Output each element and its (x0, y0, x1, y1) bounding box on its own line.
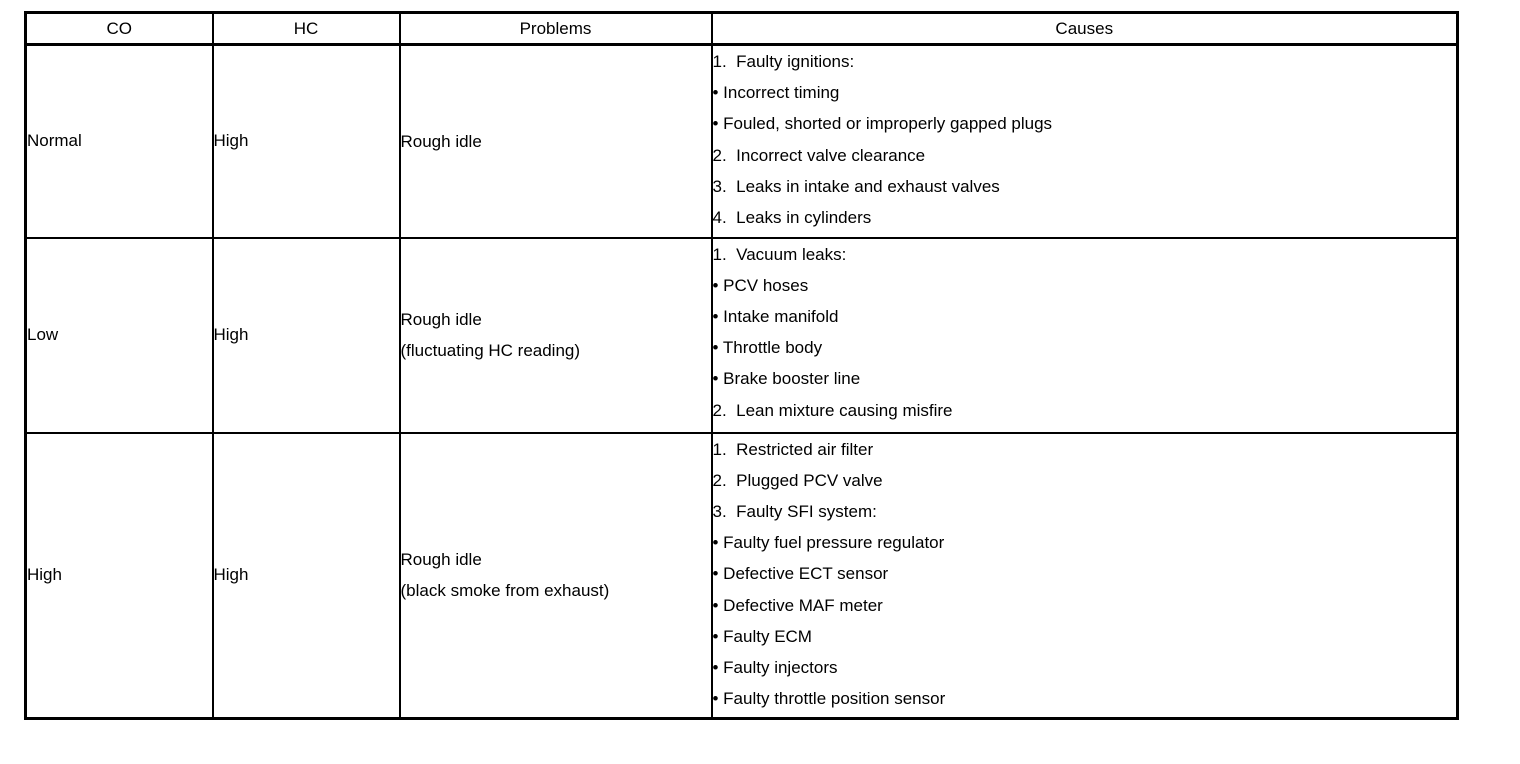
co-cell: High (24, 431, 214, 720)
cause-line: • Faulty throttle position sensor (712, 689, 946, 709)
problem-note: (fluctuating HC reading) (400, 341, 581, 360)
cause-line: • Defective ECT sensor (712, 564, 889, 584)
hc-cell: High (211, 236, 401, 434)
problem-cell: Rough idle (398, 43, 713, 239)
table-row: Normal High Rough idle 1. Faulty ignitio… (24, 43, 1459, 239)
hc-cell: High (211, 431, 401, 720)
cause-line: • Intake manifold (712, 306, 839, 326)
cause-line: • Incorrect timing (712, 83, 840, 103)
header-co: CO (24, 11, 214, 46)
problem-line: Rough idle (400, 550, 482, 570)
cause-line: • PCV hoses (712, 275, 809, 295)
co-cell: Normal (24, 43, 214, 239)
header-hc: HC (211, 11, 401, 46)
cause-line: 3. Leaks in intake and exhaust valves (712, 176, 1000, 196)
co-cell: Low (24, 236, 214, 434)
cause-line: • Brake booster line (712, 369, 861, 389)
cause-line: • Fouled, shorted or improperly gapped p… (712, 114, 1053, 134)
cause-line: 1. Restricted air filter (712, 439, 874, 459)
cause-line: • Faulty ECM (712, 626, 812, 646)
header-causes: Causes (710, 11, 1459, 46)
cause-line: 2. Lean mixture causing misfire (712, 400, 953, 420)
header-row: CO HC Problems Causes (24, 11, 1459, 46)
cause-line: 4. Leaks in cylinders (712, 208, 872, 228)
header-problems: Problems (398, 11, 713, 46)
cause-line: 3. Faulty SFI system: (712, 501, 877, 521)
cause-line: 1. Vacuum leaks: (712, 244, 847, 264)
cause-line: • Faulty injectors (712, 657, 838, 677)
problem-line: Rough idle (400, 310, 482, 329)
causes-cell: 1. Faulty ignitions: • Incorrect timing … (710, 43, 1459, 239)
problem-cell: Rough idle (fluctuating HC reading) (398, 236, 713, 434)
emissions-diagnosis-table: CO HC Problems Causes Normal High Rough … (24, 11, 1459, 720)
table-row: Low High Rough idle (fluctuating HC read… (24, 236, 1459, 434)
diagnosis-table-container: CO HC Problems Causes Normal High Rough … (24, 11, 1459, 720)
cause-line: 1. Faulty ignitions: (712, 52, 855, 71)
problem-line: Rough idle (400, 131, 482, 151)
table-row: High High Rough idle (black smoke from e… (24, 431, 1459, 720)
hc-cell: High (211, 43, 401, 239)
causes-cell: 1. Restricted air filter 2. Plugged PCV … (710, 431, 1459, 720)
cause-line: • Defective MAF meter (712, 595, 883, 615)
cause-line: 2. Plugged PCV valve (712, 470, 883, 490)
problem-cell: Rough idle (black smoke from exhaust) (398, 431, 713, 720)
problem-note: (black smoke from exhaust) (400, 581, 610, 601)
cause-line: • Faulty fuel pressure regulator (712, 533, 945, 553)
causes-cell: 1. Vacuum leaks: • PCV hoses • Intake ma… (710, 236, 1459, 434)
cause-line: 2. Incorrect valve clearance (712, 145, 926, 165)
cause-line: • Throttle body (712, 338, 823, 358)
